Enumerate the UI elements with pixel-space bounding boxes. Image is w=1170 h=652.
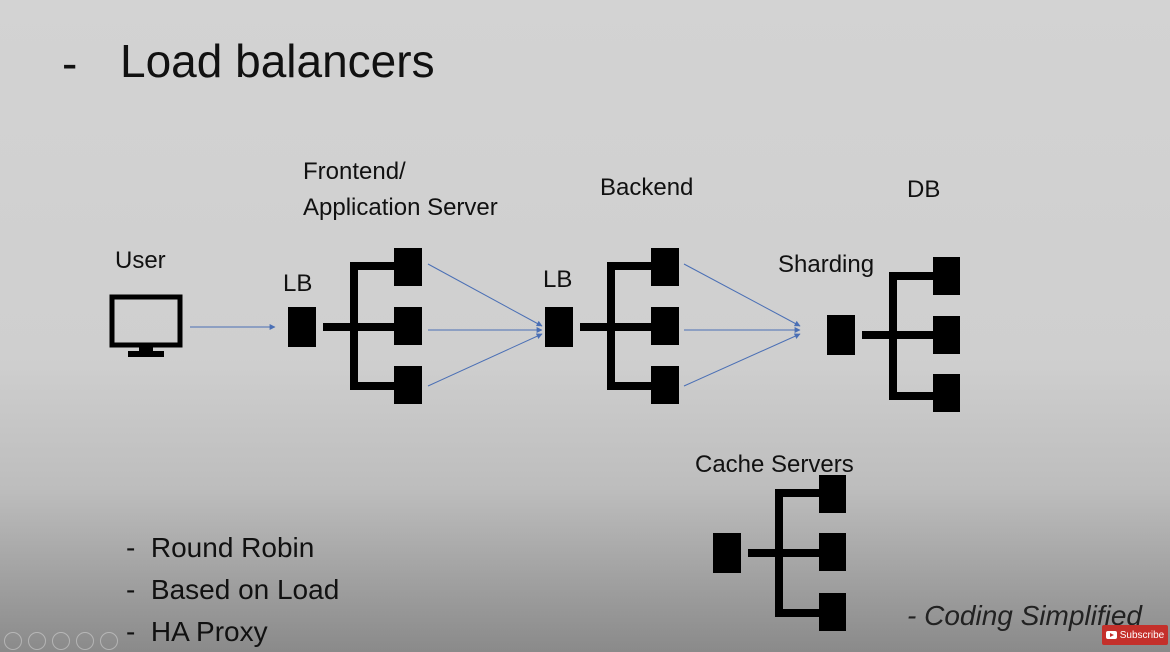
server-node [394,248,422,286]
lb-node [713,533,741,573]
label-backend: Backend [600,174,694,201]
cache-cluster [713,475,846,631]
server-node [651,307,679,345]
server-node [651,366,679,404]
lb-node [288,307,316,347]
server-node [651,248,679,286]
control-icon[interactable] [76,632,94,650]
lb-node [545,307,573,347]
label-user: User [115,247,166,274]
slide-title: Load balancers [120,35,435,87]
label-lb-2: LB [543,266,573,293]
db-node [933,316,960,354]
label-sharding: Sharding [778,251,875,278]
frontend-cluster [288,248,422,404]
label-frontend-line1: Frontend/ [303,158,406,185]
control-icon[interactable] [52,632,70,650]
db-cluster [827,257,960,412]
monitor-icon [109,294,183,357]
cache-node [819,593,846,631]
label-frontend: Frontend/ Application Server [303,154,498,226]
youtube-icon [1105,631,1117,639]
title-bullet: - [62,37,78,89]
lb-node [827,315,855,355]
cache-node [819,475,846,513]
db-node [933,257,960,295]
arrows-backend-to-db [683,263,801,387]
label-cache-servers: Cache Servers [695,451,854,478]
backend-cluster [545,248,679,404]
control-icon[interactable] [28,632,46,650]
label-lb-1: LB [283,270,313,297]
server-node [394,307,422,345]
bullet-item: - HA Proxy [126,616,268,647]
label-db: DB [907,176,941,203]
label-frontend-line2: Application Server [303,194,498,221]
server-node [394,366,422,404]
bullet-item: - Based on Load [126,574,340,605]
cache-node [819,533,846,571]
control-icon[interactable] [4,632,22,650]
arrows-frontend-to-lb [427,263,543,387]
subscribe-button[interactable]: Subscribe [1102,625,1168,645]
db-node [933,374,960,412]
bullet-item: - Round Robin [126,532,315,563]
slide-controls [0,632,118,652]
control-icon[interactable] [100,632,118,650]
